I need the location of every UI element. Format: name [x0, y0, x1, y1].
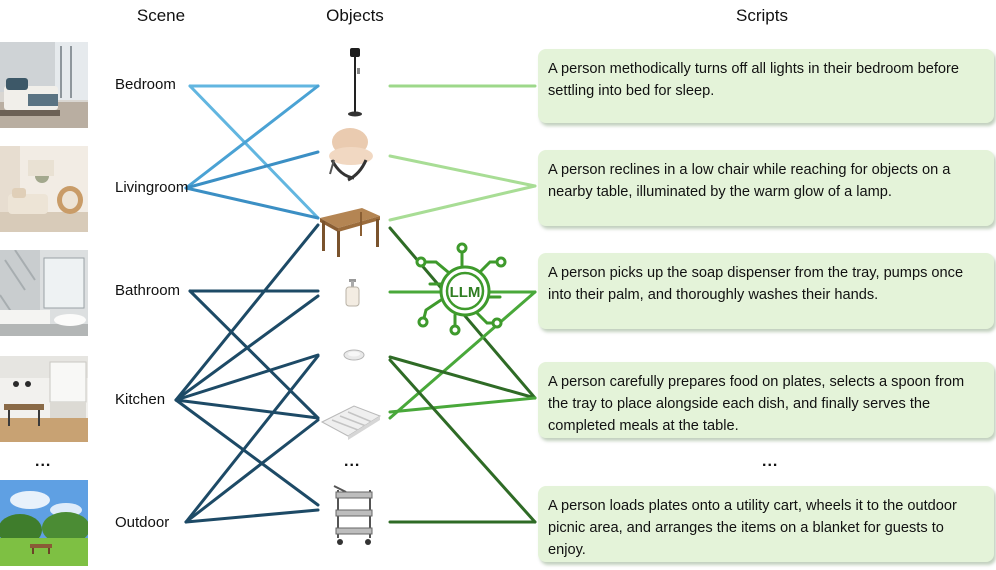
bedroom-thumbnail: [0, 42, 88, 128]
scene-label-kitchen: Kitchen: [115, 391, 166, 408]
script-box-2: A person reclines in a low chair while r…: [538, 150, 994, 226]
script-box-4: A person carefully prepares food on plat…: [538, 362, 994, 438]
scene-label-outdoor: Outdoor: [115, 514, 170, 531]
lounge-chair-icon: [329, 128, 373, 182]
llm-label: LLM: [450, 284, 481, 301]
link-tray-script4: [388, 396, 537, 414]
link-outdoor-plate: [184, 354, 320, 524]
kitchen-thumbnail: [0, 356, 88, 442]
script-box-1: A person methodically turns off all ligh…: [538, 49, 994, 123]
link-bedroom-table: [188, 84, 320, 220]
livingroom-thumbnail: [0, 146, 88, 232]
utility-cart-icon: [333, 485, 373, 545]
link-kitchen-table: [174, 223, 320, 402]
wooden-table-icon: [320, 208, 380, 257]
link-plate-script5: [388, 358, 537, 524]
header-scripts: Scripts: [736, 6, 788, 25]
soap-dispenser-icon: [345, 279, 360, 307]
link-outdoor-cart: [184, 508, 320, 524]
link-chair-script2: [388, 154, 537, 188]
link-kitchen-cart: [174, 398, 320, 507]
header-objects: Objects: [326, 6, 384, 25]
link-kitchen-soap: [174, 294, 320, 402]
script-box-3: A person picks up the soap dispenser fro…: [538, 253, 994, 329]
bathroom-thumbnail: [0, 250, 88, 336]
scene-ellipsis: ...: [35, 453, 52, 470]
header-scene: Scene: [136, 6, 186, 25]
floor-lamp-icon: [348, 48, 362, 117]
link-plate-script4: [388, 355, 537, 400]
script-text: A person picks up the soap dispenser fro…: [548, 265, 964, 303]
link-livingroom-lamp: [184, 84, 320, 190]
script-text: A person methodically turns off all ligh…: [548, 61, 960, 99]
link-table-script2: [388, 184, 537, 222]
scene-label-bedroom: Bedroom: [115, 76, 176, 93]
plate-icon: [343, 349, 365, 361]
link-livingroom-chair: [184, 150, 320, 190]
llm-chip-icon: [415, 242, 507, 336]
script-text: A person reclines in a low chair while r…: [548, 162, 951, 200]
link-kitchen-tray: [174, 398, 320, 420]
cutlery-tray-icon: [320, 405, 382, 440]
outdoor-thumbnail: [0, 480, 88, 566]
script-text: A person loads plates onto a utility car…: [548, 498, 957, 558]
script-box-5: A person loads plates onto a utility car…: [538, 486, 994, 562]
object-ellipsis: ...: [344, 453, 361, 470]
link-tray-script3: [388, 290, 537, 420]
script-ellipsis: ...: [762, 453, 779, 470]
script-text: A person carefully prepares food on plat…: [548, 374, 965, 434]
link-bathroom-tray: [188, 289, 320, 420]
scene-label-bathroom: Bathroom: [115, 282, 181, 299]
scene-label-livingroom: Livingroom: [115, 179, 189, 196]
link-outdoor-tray: [184, 418, 320, 524]
link-livingroom-table: [184, 186, 320, 220]
link-kitchen-plate: [174, 353, 320, 402]
